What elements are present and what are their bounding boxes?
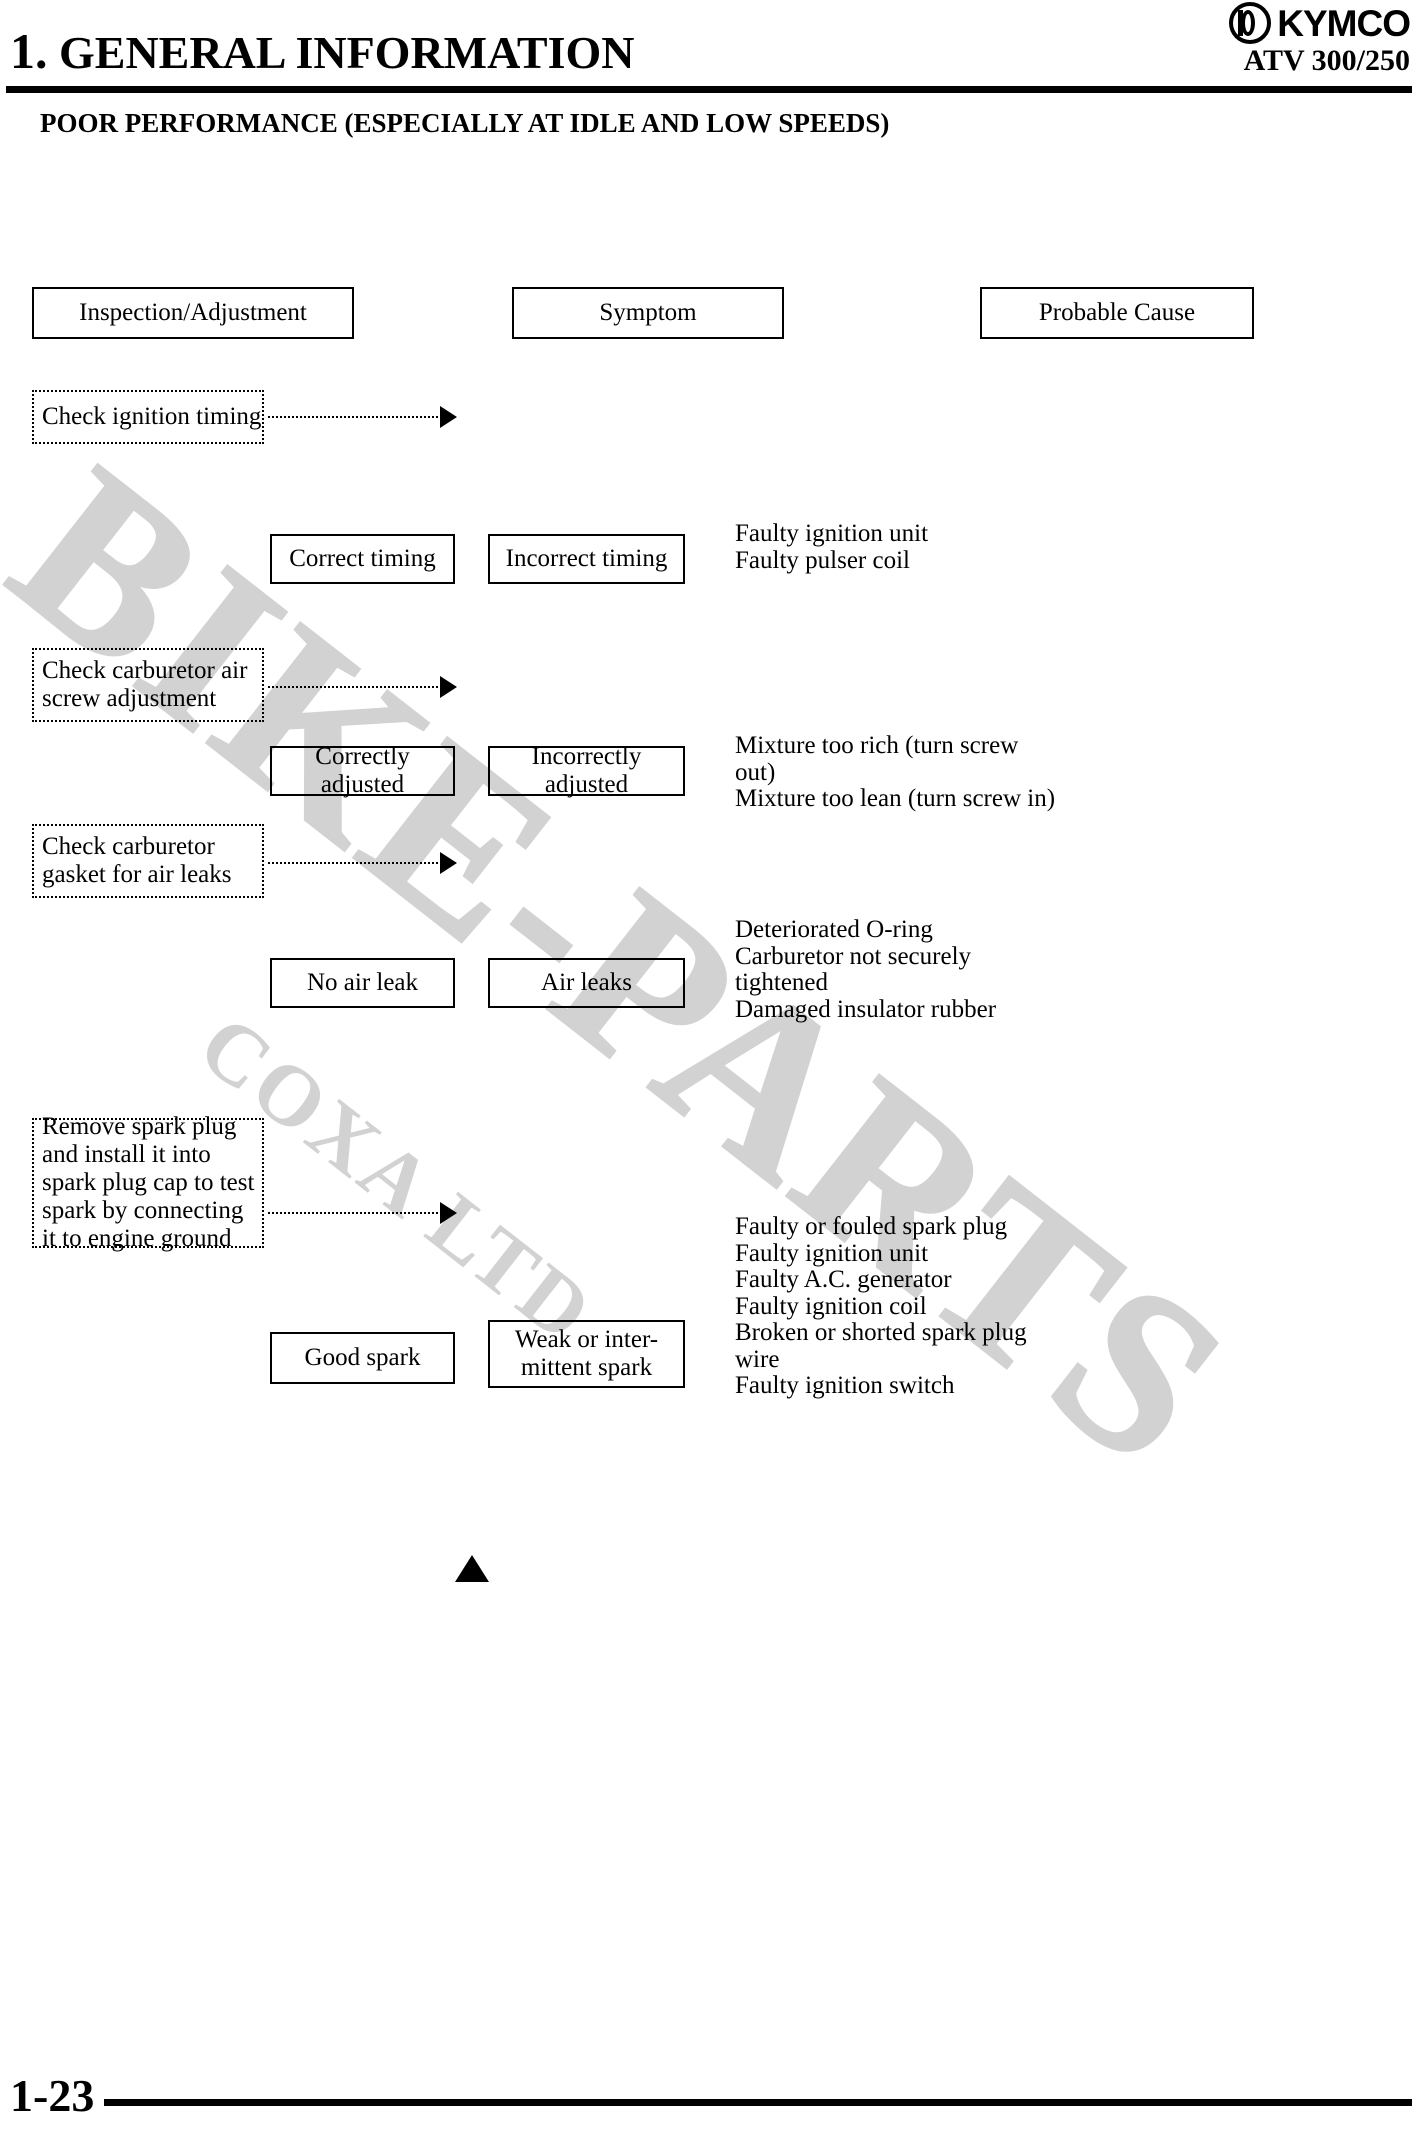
- result-box-weak-spark: Weak or inter- mittent spark: [488, 1320, 685, 1388]
- branch-left-3: [0, 854, 2, 934]
- branch-left-4: [0, 1384, 2, 1454]
- arrowhead-1-icon: [440, 406, 457, 428]
- cause-item: Faulty ignition coil: [735, 1292, 927, 1320]
- cause-tick-4-5: [0, 1731, 16, 1733]
- continue-line-1: [0, 391, 2, 450]
- cause-item: Faulty ignition unit: [735, 1239, 929, 1267]
- cause-item: tightened: [735, 969, 829, 996]
- kymco-mark-icon: [1229, 2, 1272, 44]
- dotted-connector-4: [268, 1212, 442, 1214]
- page-title: 1. GENERAL INFORMATION: [10, 22, 634, 80]
- cause-item: Faulty A.C. generator: [735, 1266, 952, 1293]
- footer-divider: [104, 2099, 1412, 2106]
- header-divider: [6, 86, 1412, 93]
- branch-right-2: [0, 586, 2, 666]
- dotted-connector-1: [268, 416, 442, 418]
- continue-bar-1: [0, 450, 110, 452]
- cause-item: Faulty ignition switch: [735, 1372, 955, 1399]
- terminal-line-vertical: [0, 1733, 2, 1811]
- cause-item: Broken or shorted spark plug: [735, 1319, 1027, 1346]
- cause-list-4: Faulty or fouled spark plug Faulty ignit…: [735, 1213, 1027, 1400]
- continue-line-2: [0, 740, 2, 798]
- trunk-line-2: [0, 452, 2, 504]
- cause-bracket-1: [0, 343, 2, 387]
- cause-tick-2-1: [0, 738, 16, 740]
- inspection-line: Remove spark plug and install it into sp…: [42, 1113, 255, 1252]
- inspection-line: Check carburetor gasket for air leaks: [42, 833, 232, 888]
- cause-list-3: Deteriorated O-ring Carburetor not secur…: [735, 916, 997, 1023]
- result-box-correctly-adjusted: Correctly adjusted: [270, 743, 455, 798]
- dotted-connector-3: [268, 862, 442, 864]
- branch-right-3: [0, 934, 2, 1014]
- branch-right-1: [0, 261, 2, 341]
- chapter-number: 1.: [10, 23, 48, 79]
- section-heading: POOR PERFORMANCE (ESPECIALLY AT IDLE AND…: [40, 108, 890, 138]
- result-box-air-leaks: Air leaks: [488, 958, 685, 1008]
- result-box-correct-timing: Correct timing: [270, 534, 455, 584]
- inspection-box-check-carb-air-screw: Check carburetor air screw adjustment: [32, 648, 264, 722]
- cause-list-1: Faulty ignition unit Faulty pulser coil: [735, 520, 929, 574]
- page-header: 1. GENERAL INFORMATION KYMCO ATV 300/250: [0, 0, 1418, 100]
- trunk-line-3: [0, 800, 2, 852]
- result-box-incorrect-timing: Incorrect timing: [488, 534, 685, 584]
- arrowhead-3-icon: [440, 852, 457, 874]
- column-header-symptom: Symptom: [512, 287, 784, 339]
- model-label: ATV 300/250: [1243, 44, 1410, 77]
- terminal-line-drop: [0, 1813, 2, 1911]
- inspection-box-check-ignition-timing: Check ignition timing: [32, 390, 264, 444]
- cause-stem-1: [0, 341, 38, 343]
- cause-item: Mixture too lean (turn screw in): [735, 785, 1056, 812]
- cause-item: Carburetor not securely: [735, 942, 972, 970]
- cause-item: Mixture too rich (turn screw: [735, 732, 1019, 759]
- cause-list-2: Mixture too rich (turn screw out) Mixtur…: [735, 732, 1056, 813]
- result-box-no-air-leak: No air leak: [270, 958, 455, 1008]
- inspection-line: Check carburetor air screw adjustment: [42, 657, 248, 712]
- kymco-wordmark: KYMCO: [1277, 2, 1411, 44]
- result-text: Weak or inter- mittent spark: [514, 1326, 659, 1381]
- result-box-incorrectly-adjusted: Incorrectly adjusted: [488, 743, 685, 798]
- cause-stem-4: [0, 1511, 38, 1513]
- split-bar-2: [0, 504, 325, 506]
- arrowhead-2-icon: [440, 676, 457, 698]
- column-header-probable-cause: Probable Cause: [980, 287, 1254, 339]
- continue-bar-2: [0, 798, 110, 800]
- cause-item: Faulty pulser coil: [735, 546, 910, 574]
- trunk-line-4: [0, 1237, 2, 1382]
- kymco-logo: KYMCO: [1229, 2, 1411, 44]
- cause-tick-1-1: [0, 389, 16, 391]
- cause-bracket-2: [0, 668, 2, 736]
- branch-left-2: [0, 506, 2, 586]
- cause-item: Faulty or fouled spark plug: [735, 1213, 1008, 1240]
- split-bar-1: [0, 179, 325, 181]
- cause-tick-3-2: [0, 1116, 16, 1118]
- cause-item: Faulty ignition unit: [735, 520, 929, 547]
- cause-bracket-4: [0, 1513, 2, 1721]
- page-footer: 1-23: [0, 2056, 1418, 2136]
- column-header-inspection: Inspection/Adjustment: [32, 287, 354, 339]
- branch-left-1: [0, 181, 2, 261]
- chapter-title-text: GENERAL INFORMATION: [59, 27, 635, 78]
- terminal-arrow-up-icon: [455, 1555, 489, 1582]
- dotted-connector-2: [268, 686, 442, 688]
- branch-right-4: [0, 1454, 2, 1511]
- cause-stem-3: [0, 1014, 38, 1016]
- result-box-good-spark: Good spark: [270, 1332, 455, 1384]
- inspection-box-check-carb-gasket: Check carburetor gasket for air leaks: [32, 824, 264, 898]
- page-number: 1-23: [10, 2070, 95, 2121]
- cause-item: Deteriorated O-ring: [735, 916, 933, 943]
- continue-line-3: [0, 1118, 2, 1235]
- cause-item: wire: [735, 1345, 780, 1373]
- troubleshooting-flowchart: Inspection/Adjustment Symptom Probable C…: [0, 179, 1254, 1582]
- arrowhead-4-icon: [440, 1202, 457, 1224]
- cause-bracket-3: [0, 1016, 2, 1112]
- cause-item: out): [735, 758, 776, 786]
- inspection-box-remove-spark-plug: Remove spark plug and install it into sp…: [32, 1113, 264, 1252]
- cause-item: Damaged insulator rubber: [735, 995, 997, 1023]
- terminal-line-horizontal: [0, 1811, 153, 1813]
